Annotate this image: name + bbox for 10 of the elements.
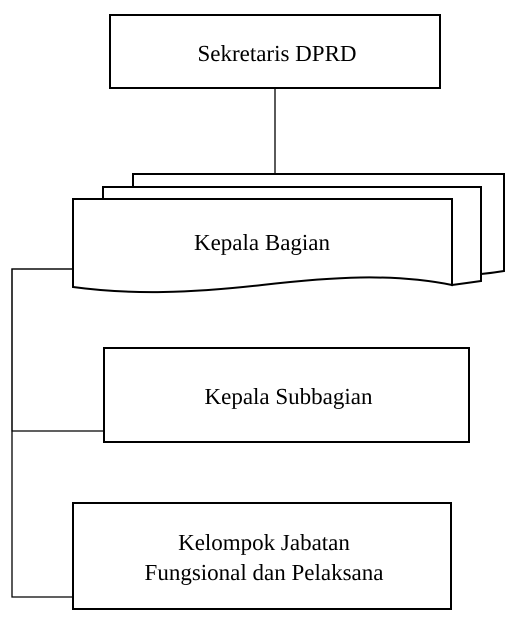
org-box [72,502,452,610]
box-label: Kepala Bagian [194,229,330,258]
box-label: Kelompok Jabatan Fungsional dan Pelaksana [144,529,384,587]
connector-line [274,89,276,173]
box-label: Kepala Subbagian [204,383,372,412]
org-box [109,14,441,89]
box-label: Sekretaris DPRD [197,40,357,68]
stacked-document-shape [72,173,505,295]
connector-line [11,268,72,598]
org-box [103,347,470,443]
